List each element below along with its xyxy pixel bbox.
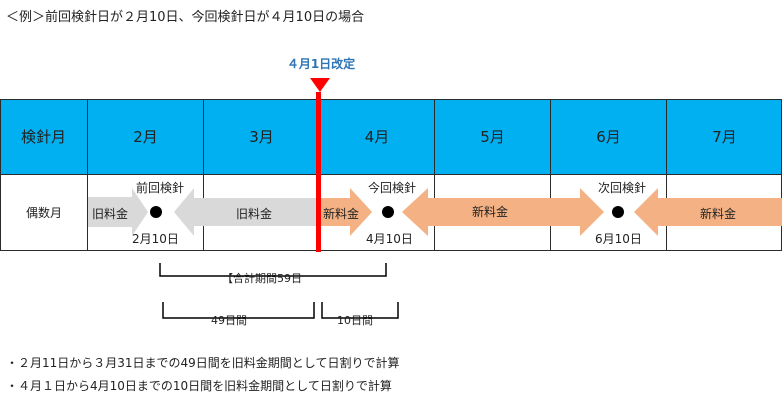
note-item: ・４月１日から4月10日までの10日間を旧料金期間として日割りで計算 — [6, 379, 392, 393]
new-fee-label: 新料金 — [323, 207, 360, 221]
month-header: 7月 — [667, 99, 782, 174]
old-fee-label: 旧料金 — [92, 207, 129, 221]
old-fee-label: 旧料金 — [236, 207, 273, 221]
new-fee-label: 新料金 — [700, 207, 737, 221]
revision-label: ４月1日改定 — [286, 57, 356, 71]
month-header: 6月 — [551, 99, 667, 174]
prev-reading-label: 前回検針 — [136, 181, 185, 195]
old-fee-arrow-right — [88, 188, 148, 236]
old-days-label: 49日間 — [211, 314, 247, 327]
total-period-label: 【合計期間59日 — [222, 272, 302, 285]
total-period-bracket — [159, 263, 387, 277]
note-item: ・２月11日から３月31日までの49日間を旧料金期間として日割りで計算 — [6, 356, 400, 370]
new-fee-arrow-right — [321, 188, 372, 236]
next-reading-dot — [612, 206, 624, 218]
curr-reading-label: 今回検針 — [368, 181, 417, 195]
next-reading-label: 次回検針 — [598, 181, 647, 195]
revision-line — [316, 92, 321, 252]
prev-reading-date: 2月10日 — [132, 232, 179, 246]
new-days-bracket — [321, 302, 399, 319]
old-days-bracket — [162, 302, 315, 319]
old-fee-arrow-left — [174, 188, 318, 236]
month-header: 4月 — [320, 99, 435, 174]
curr-reading-date: 4月10日 — [366, 232, 413, 246]
month-header: 2月 — [88, 99, 204, 174]
row-label: 偶数月 — [25, 206, 62, 220]
prev-reading-dot — [150, 206, 162, 218]
curr-reading-dot — [382, 206, 394, 218]
next-reading-date: 6月10日 — [595, 232, 642, 246]
new-fee-arrow-left-2 — [634, 188, 782, 236]
header-corner-label: 検針月 — [0, 99, 88, 174]
new-fee-label: 新料金 — [472, 205, 509, 219]
new-days-label: 10日間 — [337, 314, 373, 327]
revision-marker-icon — [310, 78, 330, 92]
month-header: 5月 — [435, 99, 551, 174]
month-header-row: 検針月 2月 3月 4月 5月 6月 7月 — [0, 99, 782, 174]
new-fee-arrow-left — [402, 188, 604, 236]
example-header: ＜例＞前回検針日が２月10日、今回検針日が４月10日の場合 — [6, 10, 365, 25]
